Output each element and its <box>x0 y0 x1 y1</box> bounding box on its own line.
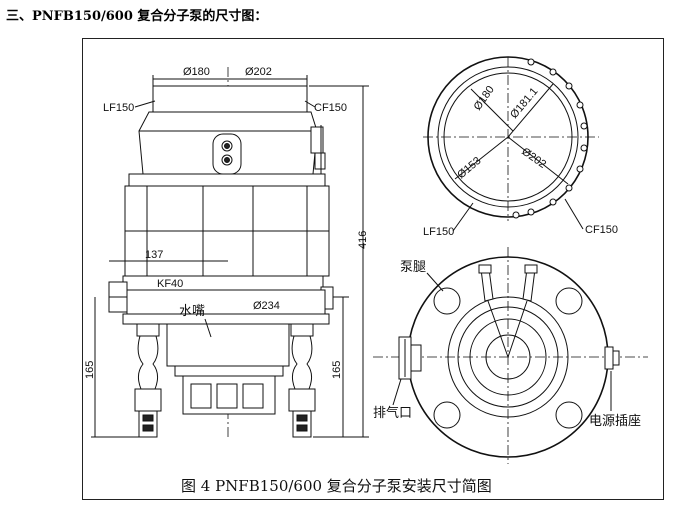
label-water-nozzle: 水嘴 <box>179 304 205 319</box>
label-lf150-top: LF150 <box>423 226 454 238</box>
leg-hole-bl <box>433 401 461 429</box>
bottom-view: 泵腿 排气口 电源插座 <box>373 247 648 464</box>
leg-hole-tl <box>433 287 461 315</box>
dim-height: 416 <box>357 231 369 249</box>
top-dim-d202: Ø202 <box>519 146 548 171</box>
dim-d234: Ø234 <box>253 300 280 312</box>
label-cf150-top: CF150 <box>585 224 618 236</box>
dim-137: 137 <box>145 249 163 261</box>
dim-165-left: 165 <box>84 361 96 379</box>
leg-hole-br <box>555 401 583 429</box>
label-pump-leg: 泵腿 <box>400 260 426 275</box>
bolt-holes <box>512 58 588 219</box>
label-power-socket: 电源插座 <box>589 414 641 429</box>
flange-outer-circle <box>427 56 589 218</box>
label-kf40: KF40 <box>157 278 183 290</box>
top-view: Ø180 Ø181.1 Ø153 Ø202 LF150 CF150 <box>423 56 618 238</box>
leg-hole-tr <box>555 287 583 315</box>
label-cf150-side: CF150 <box>314 102 347 114</box>
top-dim-d180: Ø180 <box>472 84 497 113</box>
side-view: Ø180 Ø202 LF150 CF150 416 137 KF40 水嘴 Ø2… <box>84 66 369 439</box>
drawing-canvas: Ø180 Ø202 LF150 CF150 416 137 KF40 水嘴 Ø2… <box>84 56 648 495</box>
top-dim-d153: Ø153 <box>455 155 483 181</box>
top-flange <box>152 85 308 113</box>
dim-165-right: 165 <box>331 361 343 379</box>
dimension-drawing: Ø180 Ø202 LF150 CF150 416 137 KF40 水嘴 Ø2… <box>82 38 664 500</box>
figure-caption: 图 4 PNFB150/600 复合分子泵安装尺寸简图 <box>181 477 492 495</box>
top-dim-d181: Ø181.1 <box>508 86 540 121</box>
label-exhaust-port: 排气口 <box>373 405 412 421</box>
label-lf150-side: LF150 <box>103 102 134 114</box>
dim-d202: Ø202 <box>245 66 272 78</box>
section-heading: 三、PNFB150/600 复合分子泵的尺寸图： <box>6 9 268 24</box>
dim-d180: Ø180 <box>183 66 210 78</box>
